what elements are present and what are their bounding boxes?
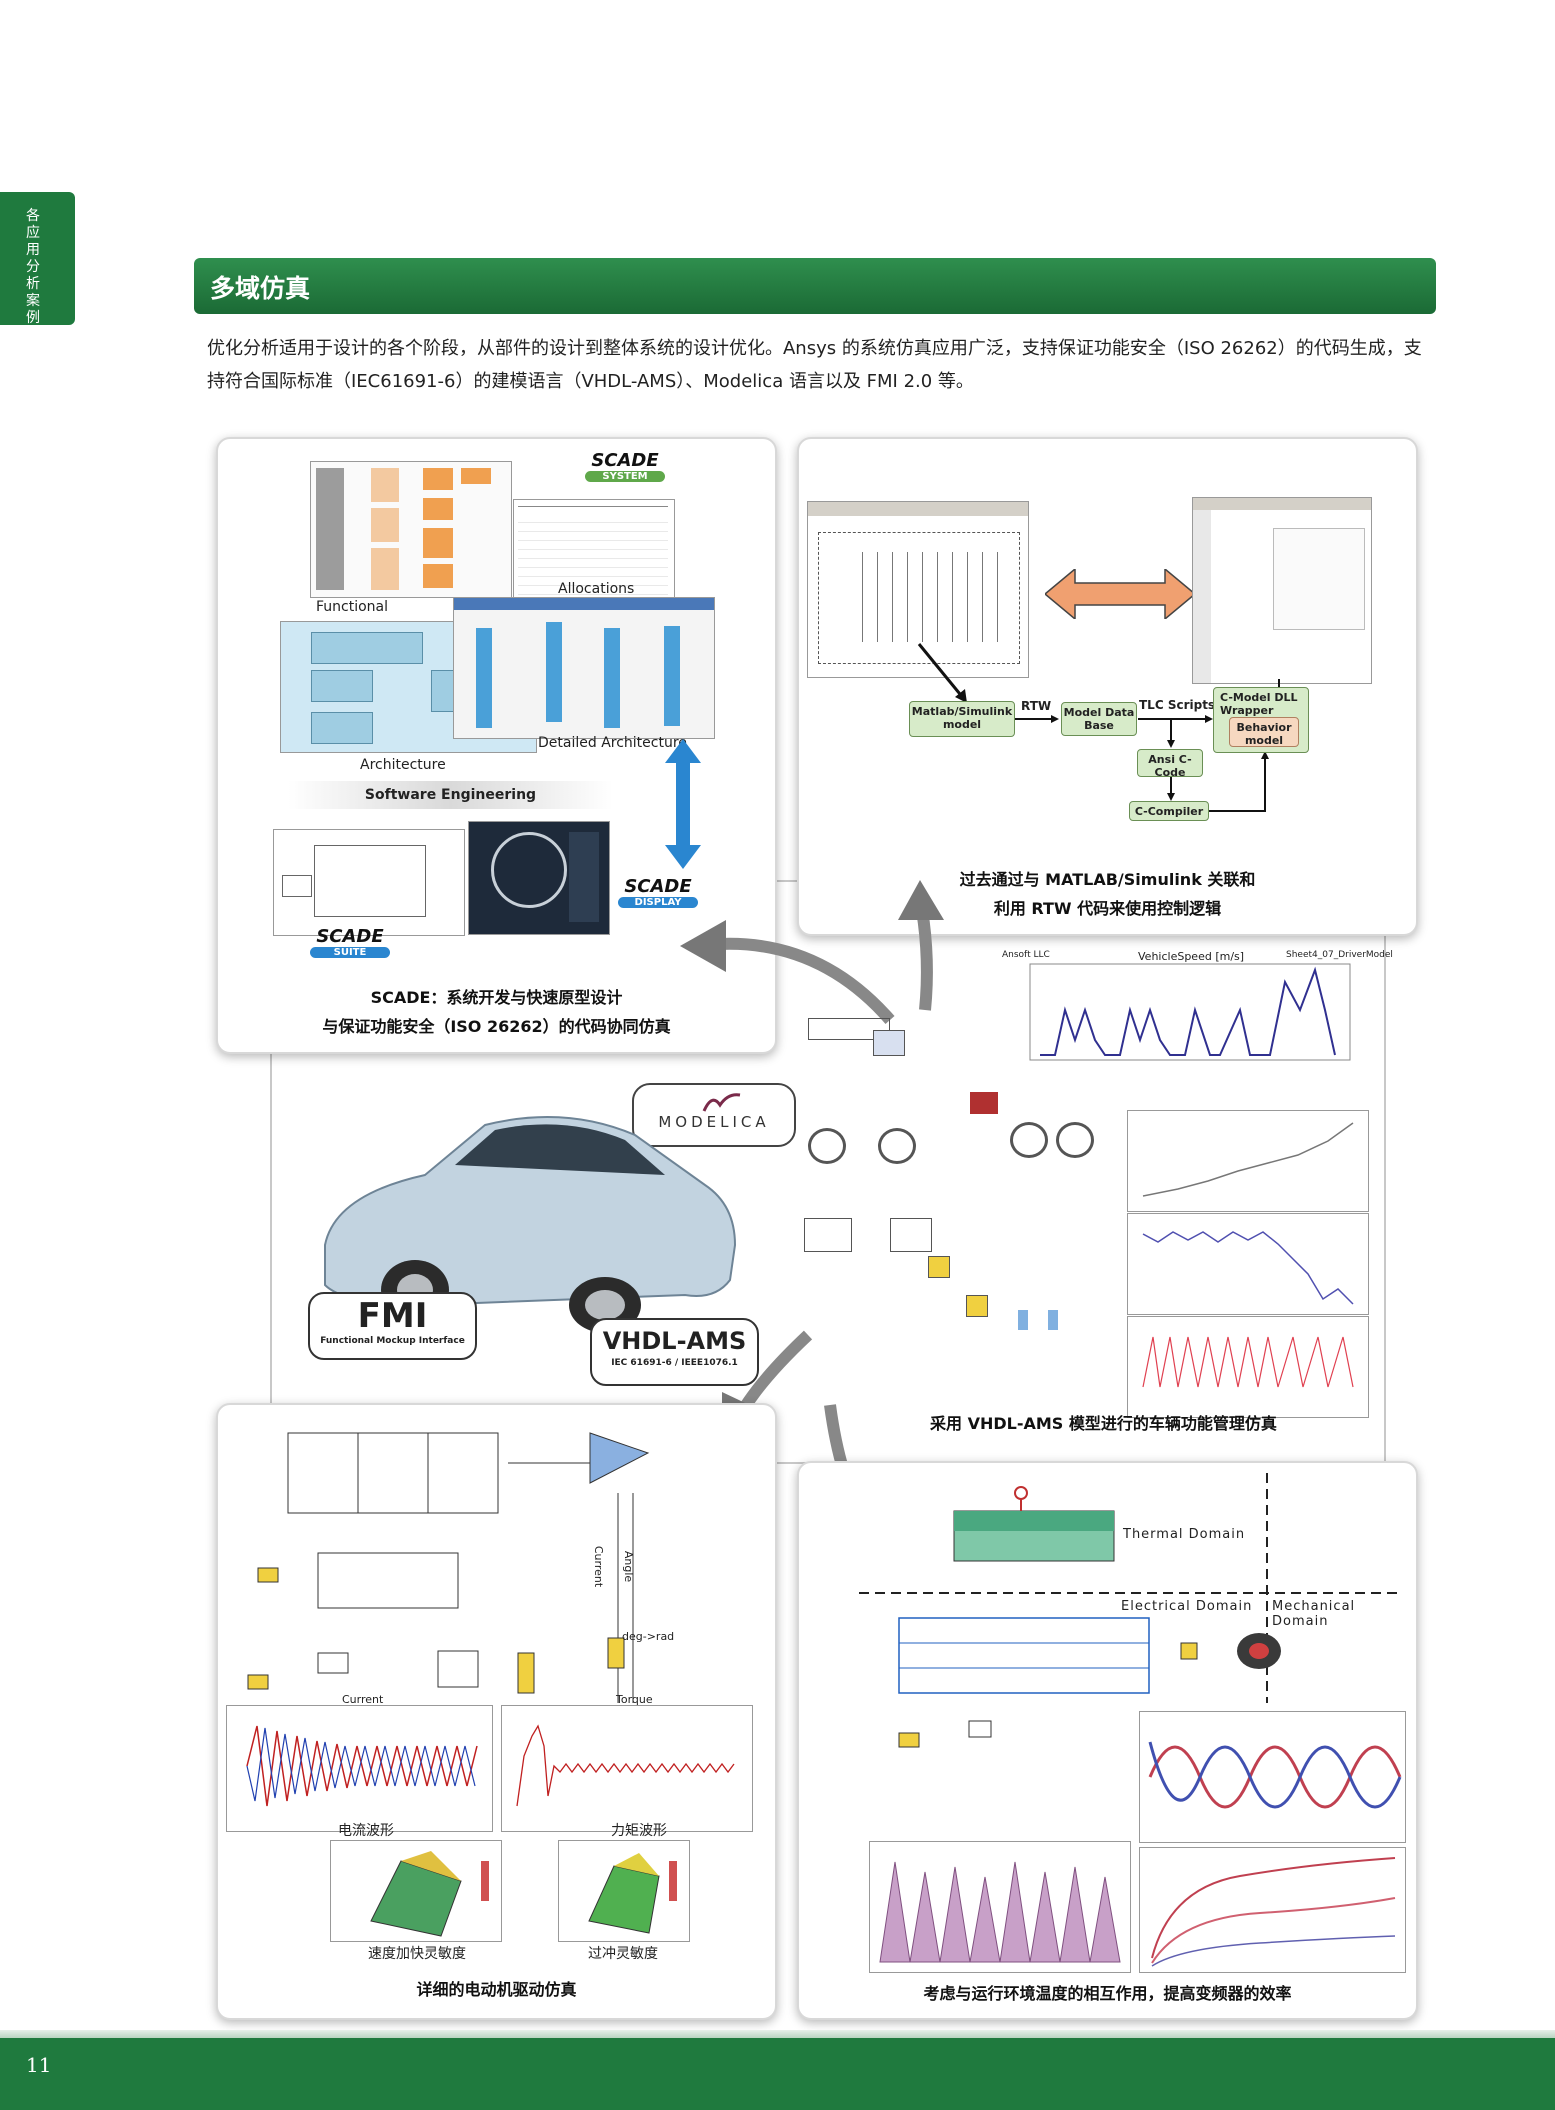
torque-waveform-plot <box>501 1705 753 1832</box>
simulink-screenshot <box>807 501 1029 678</box>
simplorer-screenshot <box>1192 497 1372 684</box>
fmi-logo: FMI Functional Mockup Interface <box>308 1292 477 1360</box>
current-plot-label: Current <box>342 1693 384 1706</box>
vehicle-schematic <box>778 1010 1123 1330</box>
motor-caption: 详细的电动机驱动仿真 <box>416 1980 577 1999</box>
scade-system-sub: SYSTEM <box>585 471 665 482</box>
modelica-mark-icon <box>702 1093 741 1112</box>
inverter-schematic <box>247 1432 650 1703</box>
horizontal-double-arrow <box>1045 569 1195 619</box>
scade-caption-line1: SCADE：系统开发与快速原型设计 <box>370 988 623 1007</box>
detailed-architecture-label: Detailed Architecture <box>538 735 687 751</box>
vehicle-plot-title: VehicleSpeed [m/s] <box>1138 950 1245 963</box>
page-number: 11 <box>26 2053 52 2077</box>
vehicle-speed-plot: Ansoft LLC VehicleSpeed [m/s] Sheet4_07_… <box>990 950 1393 1075</box>
thermal-domain-label: Thermal Domain <box>1123 1527 1246 1542</box>
side-tab: 各应用分析案例 <box>0 192 75 326</box>
scade-card: Functional Allocations SCADE SYSTEM Arch… <box>216 437 777 1054</box>
side-tab-text: 各应用分析案例 <box>26 208 40 326</box>
voltage-plot <box>1127 1213 1369 1315</box>
scade-system-logo: SCADE SYSTEM <box>576 451 674 491</box>
motor-card: Current Angle deg->rad Current 电流波形 Torq… <box>216 1403 777 2020</box>
scade-caption-line2: 与保证功能安全（ISO 26262）的代码协同仿真 <box>322 1017 671 1036</box>
temperature-spectrum-plot <box>869 1841 1131 1973</box>
allocations-label: Allocations <box>558 581 635 597</box>
rtw-label: RTW <box>1021 699 1052 713</box>
vehicle-plot-left-label: Ansoft LLC <box>1002 950 1050 960</box>
vhdl-ams-logo-sub: IEC 61691-6 / IEEE1076.1 <box>611 1358 738 1368</box>
torque-plot-label: Torque <box>616 1693 653 1706</box>
current-waveform-label: 电流波形 <box>338 1823 394 1839</box>
heat-temperature-plot <box>1139 1847 1406 1973</box>
functional-diagram <box>310 461 512 598</box>
section-header: 多域仿真 <box>194 258 1436 314</box>
vhdl-ams-logo: VHDL-AMS IEC 61691-6 / IEEE1076.1 <box>590 1318 759 1386</box>
modelica-logo-text: MODELICA <box>658 1113 770 1131</box>
modelica-logo: MODELICA <box>632 1083 796 1147</box>
thermal-card: Thermal Domain Electrical Domain Mechani… <box>797 1461 1418 2020</box>
thermal-schematic <box>859 1473 1399 1748</box>
fmi-logo-sub: Functional Mockup Interface <box>320 1336 465 1346</box>
current-waveform-plot <box>226 1705 493 1832</box>
cmodel-wrapper-label: C-Model DLL Wrapper <box>1220 691 1298 717</box>
scade-system-word: SCADE <box>591 450 659 471</box>
display-cockpit-screen <box>468 821 610 935</box>
footer: 11 <box>0 2038 1555 2110</box>
speed-sensitivity-plot <box>330 1840 502 1942</box>
angle-rot-label: Angle <box>622 1550 636 1583</box>
matlab-card: Matlab/Simulink model RTW Model Data Bas… <box>797 437 1418 936</box>
matlab-caption-line1: 过去通过与 MATLAB/Simulink 关联和 <box>959 870 1256 889</box>
vhdl-caption: 采用 VHDL-AMS 模型进行的车辆功能管理仿真 <box>930 1414 1277 1433</box>
vertical-double-arrow <box>665 739 701 869</box>
deg-rad-label: deg->rad <box>622 1630 675 1643</box>
behavior-model-box: Behavior model <box>1229 717 1299 747</box>
scade-display-logo: SCADE DISPLAY <box>608 877 708 917</box>
overshoot-sensitivity-label: 过冲灵敏度 <box>588 1946 658 1962</box>
footer-band <box>0 2030 1555 2038</box>
scade-display-word: SCADE <box>624 876 692 897</box>
electrical-domain-label: Electrical Domain <box>1121 1599 1253 1614</box>
software-engineering-label: Software Engineering <box>364 787 537 803</box>
suite-model-screen <box>273 829 465 936</box>
mechanical-domain-label: Mechanical Domain <box>1272 1599 1356 1629</box>
flow-connectors <box>917 643 1280 812</box>
matlab-model-box: Matlab/Simulink model <box>909 701 1015 737</box>
ansi-ccode-box: Ansi C-Code <box>1137 749 1203 779</box>
intro-paragraph: 优化分析适用于设计的各个阶段，从部件的设计到整体系统的设计优化。Ansys 的系… <box>207 338 1422 392</box>
thermal-caption: 考虑与运行环境温度的相互作用，提高变频器的效率 <box>923 1984 1292 2003</box>
scade-suite-word: SCADE <box>316 926 384 947</box>
tlc-scripts-label: TLC Scripts <box>1139 698 1216 712</box>
speed-sensitivity-label: 速度加快灵敏度 <box>368 1946 466 1962</box>
overshoot-sensitivity-plot <box>558 1840 690 1942</box>
matlab-caption-line2: 利用 RTW 代码来使用控制逻辑 <box>993 899 1222 918</box>
scade-suite-sub: SUITE <box>310 947 390 958</box>
ccompiler-box: C-Compiler <box>1129 801 1209 821</box>
current-rot-label: Current <box>592 1545 606 1588</box>
three-phase-plot <box>1139 1711 1406 1843</box>
vehicle-speed-chart <box>1029 963 1351 1061</box>
architecture-label: Architecture <box>360 757 446 773</box>
scade-display-sub: DISPLAY <box>618 897 698 908</box>
torque-waveform-label: 力矩波形 <box>611 1823 667 1839</box>
vhdl-ams-logo-text: VHDL-AMS <box>602 1327 747 1355</box>
current-pulse-plot <box>1127 1316 1369 1418</box>
scade-suite-logo: SCADE SUITE <box>300 927 400 967</box>
section-title: 多域仿真 <box>210 274 311 303</box>
model-database-box: Model Data Base <box>1061 702 1137 736</box>
vehicle-plot-right-label: Sheet4_07_DriverModel <box>1286 950 1393 960</box>
detailed-architecture-diagram <box>453 597 715 739</box>
charge-plot <box>1127 1110 1369 1212</box>
fmi-logo-text: FMI <box>357 1296 428 1336</box>
functional-label: Functional <box>316 599 389 615</box>
software-engineering-bar: Software Engineering <box>288 781 613 809</box>
